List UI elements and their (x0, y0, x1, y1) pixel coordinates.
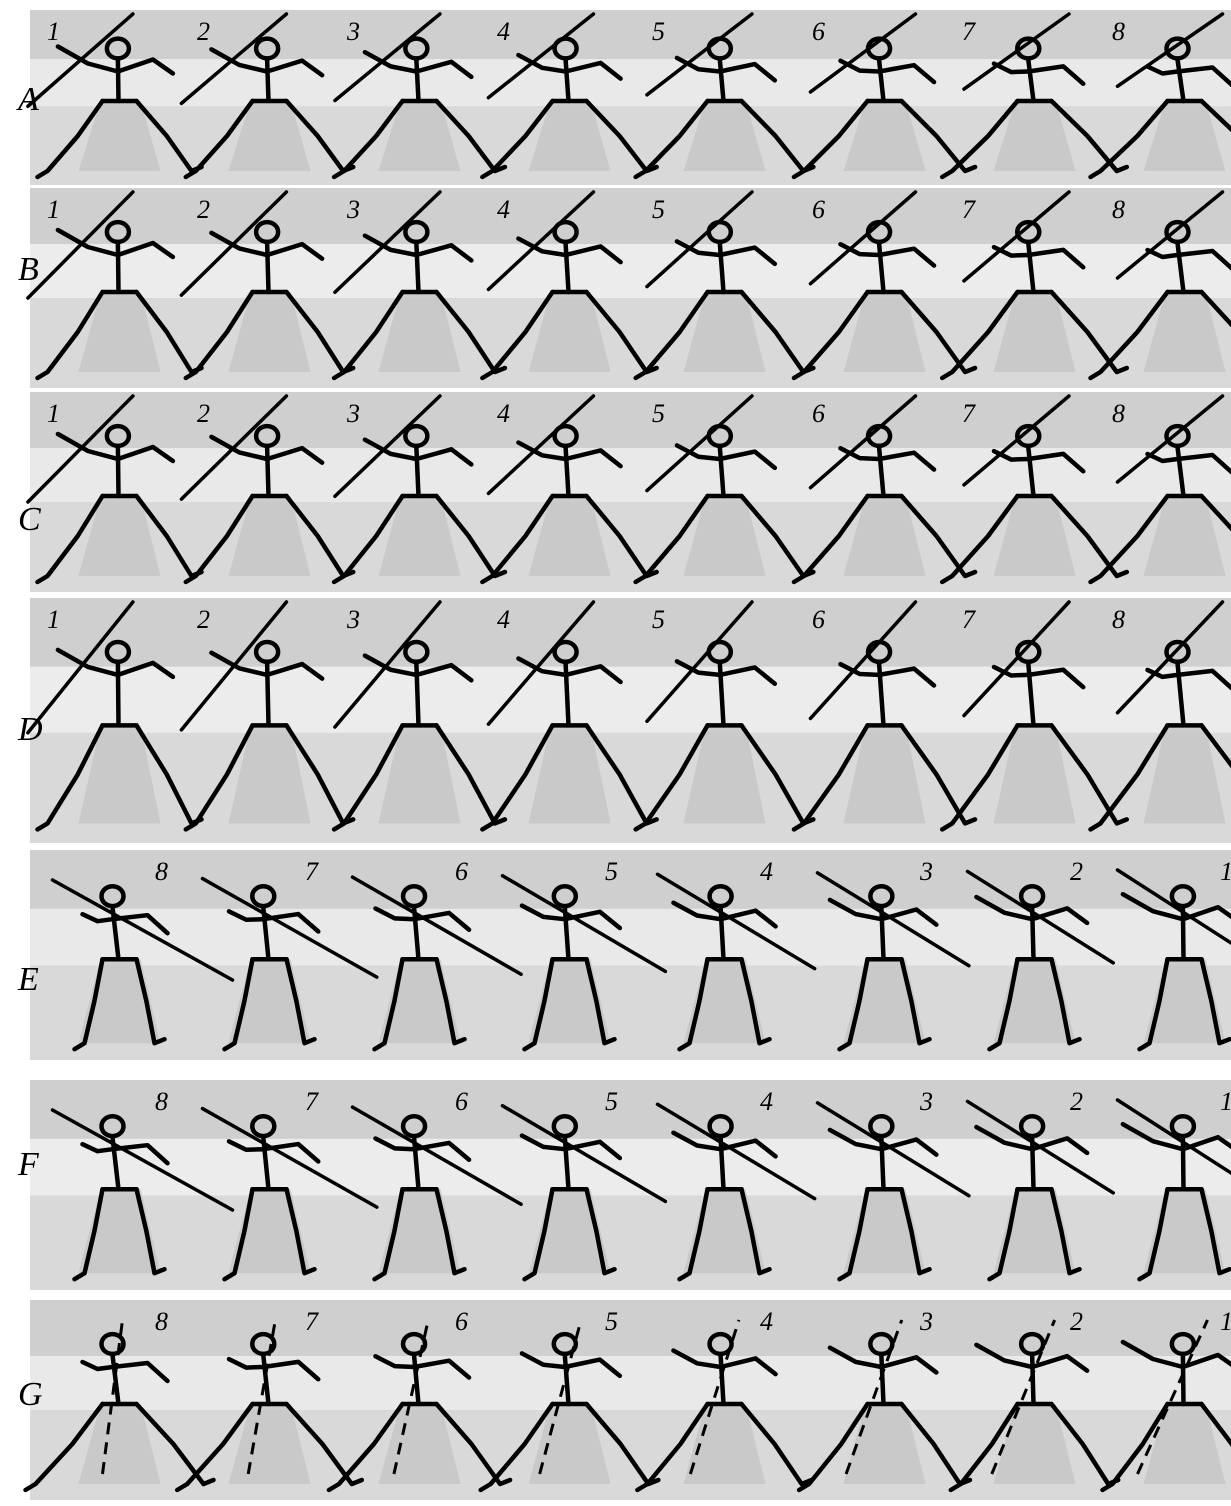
frame-number: 1 (1220, 1307, 1231, 1336)
frame-number: 1 (1220, 857, 1231, 886)
frame-number: 1 (47, 195, 60, 224)
frame-number: 2 (197, 605, 210, 634)
frame-number: 3 (346, 195, 360, 224)
athlete-torso (1032, 907, 1033, 959)
row-label: E (17, 961, 39, 998)
athlete-torso (118, 663, 119, 726)
frame-number: 2 (197, 195, 210, 224)
frame-number: 6 (455, 1307, 468, 1336)
frame-number: 1 (47, 399, 60, 428)
athlete-torso (416, 243, 418, 292)
frame-number: 4 (760, 1087, 773, 1116)
frame-number: 5 (652, 605, 665, 634)
athlete-torso (566, 243, 569, 292)
frame-number: 6 (812, 399, 825, 428)
frame-number: 7 (305, 1307, 319, 1336)
athlete-torso (1032, 1355, 1033, 1404)
frame-number: 6 (455, 857, 468, 886)
frame-number: 3 (919, 1307, 933, 1336)
sequence-row-G: G 8 7 6 5 4 3 2 1 (18, 1300, 1231, 1500)
stadium-stand (30, 598, 1231, 667)
sequence-row-D: D12345678 (17, 598, 1231, 843)
sequence-row-B: B1 2 3 4 5 6 7 8 (18, 188, 1231, 388)
frame-number: 2 (1070, 1087, 1083, 1116)
stadium-stand (30, 1300, 1231, 1356)
frame-number: 3 (346, 605, 360, 634)
frame-number: 8 (1112, 17, 1125, 46)
frame-number: 8 (155, 1307, 168, 1336)
frame-number: 2 (197, 399, 210, 428)
frame-number: 4 (497, 17, 510, 46)
frame-number: 4 (497, 605, 510, 634)
frame-number: 2 (1070, 1307, 1083, 1336)
frame-number: 8 (1112, 605, 1125, 634)
frame-number: 7 (305, 1087, 319, 1116)
frame-number: 3 (919, 1087, 933, 1116)
frame-number: 8 (155, 857, 168, 886)
frame-number: 4 (760, 857, 773, 886)
sequence-row-F: F 8 7 6 5 4 3 2 1 (17, 1080, 1231, 1290)
frame-number: 5 (605, 1087, 618, 1116)
stadium-stand (30, 10, 1231, 59)
athlete-torso (267, 243, 268, 292)
frame-number: 4 (760, 1307, 773, 1336)
frame-number: 7 (962, 195, 976, 224)
row-label: F (17, 1146, 40, 1183)
athlete-torso (267, 447, 268, 496)
athlete-torso (416, 60, 418, 102)
athlete-torso (721, 1355, 724, 1404)
frame-number: 5 (652, 17, 665, 46)
sequence-row-E: E 8 7 6 5 4 3 2 1 (17, 850, 1231, 1060)
frame-number: 7 (962, 399, 976, 428)
athlete-torso (1032, 1137, 1033, 1189)
frame-number: 4 (497, 195, 510, 224)
row-label: G (18, 1376, 43, 1413)
stadium-stand (30, 392, 1231, 448)
athlete-torso (1183, 1355, 1184, 1404)
frame-number: 8 (1112, 399, 1125, 428)
athlete-torso (267, 60, 268, 102)
frame-number: 6 (455, 1087, 468, 1116)
frame-number: 7 (962, 605, 976, 634)
athlete-torso (1183, 1137, 1184, 1189)
frame-number: 3 (346, 17, 360, 46)
frame-number: 1 (1220, 1087, 1231, 1116)
athlete-torso (118, 243, 119, 292)
frame-number: 8 (155, 1087, 168, 1116)
frame-number: 1 (47, 17, 60, 46)
frame-number: 3 (919, 857, 933, 886)
frame-number: 3 (346, 399, 360, 428)
frame-number: 1 (47, 605, 60, 634)
athlete-torso (566, 60, 569, 102)
frame-number: 6 (812, 195, 825, 224)
athlete-torso (566, 447, 569, 496)
frame-number: 6 (812, 605, 825, 634)
frame-number: 5 (605, 1307, 618, 1336)
frame-number: 6 (812, 17, 825, 46)
frame-number: 5 (652, 399, 665, 428)
athlete-torso (118, 447, 119, 496)
frame-number: 4 (497, 399, 510, 428)
frame-number: 7 (962, 17, 976, 46)
frame-number: 8 (1112, 195, 1125, 224)
frame-number: 5 (605, 857, 618, 886)
stadium-stand (30, 850, 1231, 909)
athlete-torso (118, 60, 119, 102)
sequence-row-C: C 1 2 3 4 5 6 7 8 (18, 392, 1231, 592)
frame-number: 2 (197, 17, 210, 46)
frame-number: 5 (652, 195, 665, 224)
athlete-torso (416, 447, 418, 496)
row-label: B (18, 251, 39, 288)
stadium-stand (30, 188, 1231, 244)
row-label: C (18, 501, 41, 538)
frame-number: 7 (305, 857, 319, 886)
frame-number: 2 (1070, 857, 1083, 886)
stadium-stand (30, 1080, 1231, 1139)
athlete-torso (1183, 907, 1184, 959)
